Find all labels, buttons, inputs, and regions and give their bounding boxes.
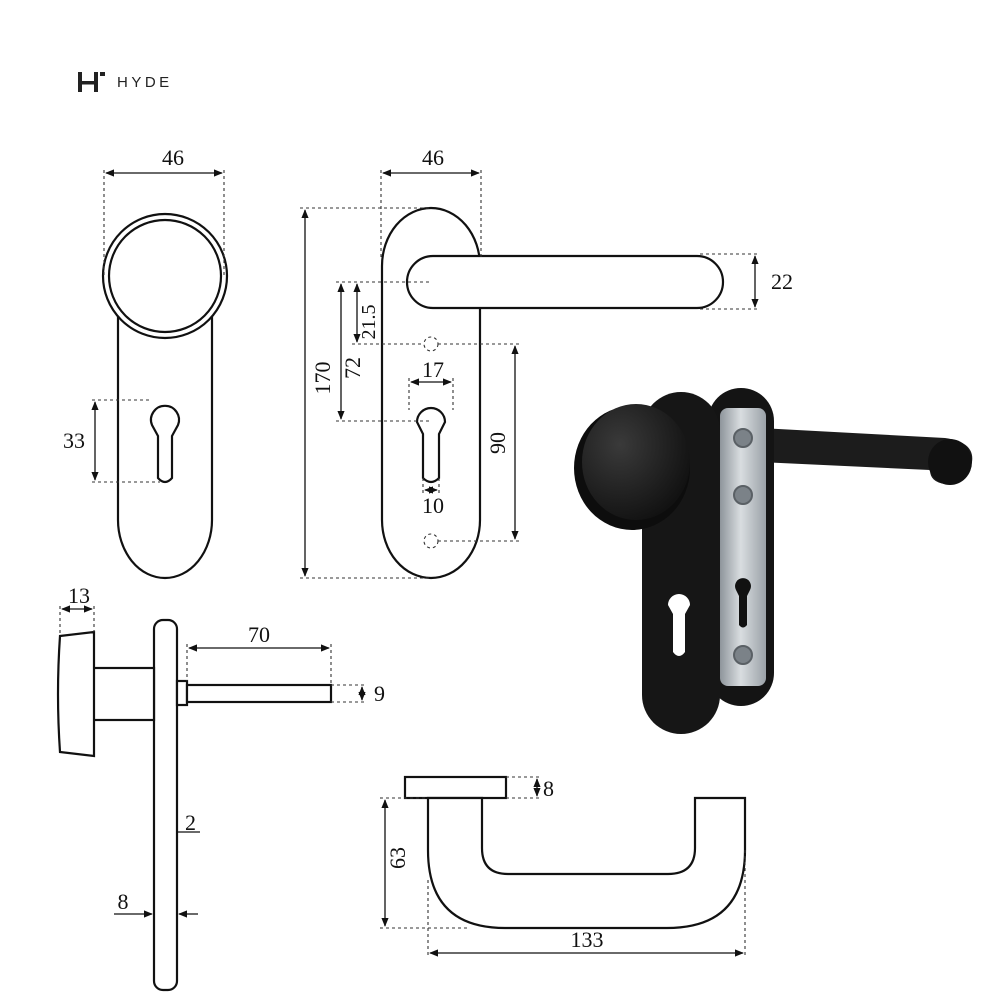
h-logo-icon: [78, 72, 105, 92]
spindle: [185, 683, 333, 704]
steel-plate: [720, 408, 766, 686]
keyhole: [149, 404, 181, 484]
dim-lever-thickness: 22: [771, 269, 793, 294]
product-knob: [582, 404, 690, 520]
lever-rose: [403, 775, 508, 800]
dim-keyhole-height: 33: [63, 428, 85, 453]
dim-overall-height: 170: [310, 362, 335, 395]
brand-name: HYDE: [117, 74, 173, 91]
dim-spindle-length: 70: [248, 622, 270, 647]
product-illustration: [574, 388, 973, 734]
dim-lever-length: 133: [571, 927, 604, 952]
lever-front-view: 46 170 22 72 21.5 17 10 90: [300, 145, 793, 580]
dim-lever-plate-width: 46: [422, 145, 444, 170]
dim-spindle-size: 9: [374, 681, 385, 706]
knob-side: [56, 630, 96, 758]
knob-face: [107, 218, 223, 334]
lever-top-view: 8 63 133: [380, 775, 747, 958]
spindle-collar: [175, 679, 189, 707]
brand-logo: HYDE: [78, 72, 173, 92]
dim-plate-thickness: 2: [185, 810, 196, 835]
lever-keyhole: [415, 406, 447, 484]
dim-lever-rose-thickness: 8: [543, 776, 554, 801]
lever-handle: [405, 254, 725, 310]
dim-knob-width: 46: [162, 145, 184, 170]
knob-neck: [90, 666, 156, 722]
dim-lever-to-screw: 21.5: [358, 305, 380, 340]
product-keyhole: [668, 594, 690, 656]
dim-knob-depth: 13: [68, 583, 90, 608]
side-plate: [152, 618, 179, 992]
dim-plate-edge: 8: [118, 889, 129, 914]
u-lever: [426, 796, 747, 930]
dim-lever-to-key: 72: [340, 357, 365, 379]
dim-keyhole-slot: 10: [422, 493, 444, 518]
dim-keyhole-width: 17: [422, 357, 444, 382]
dim-lever-projection: 63: [385, 847, 410, 869]
dim-screw-spacing: 90: [485, 432, 510, 454]
knob-side-view: 13 70 9 2 8: [56, 583, 385, 992]
knob-front-view: 46 33: [63, 145, 229, 580]
